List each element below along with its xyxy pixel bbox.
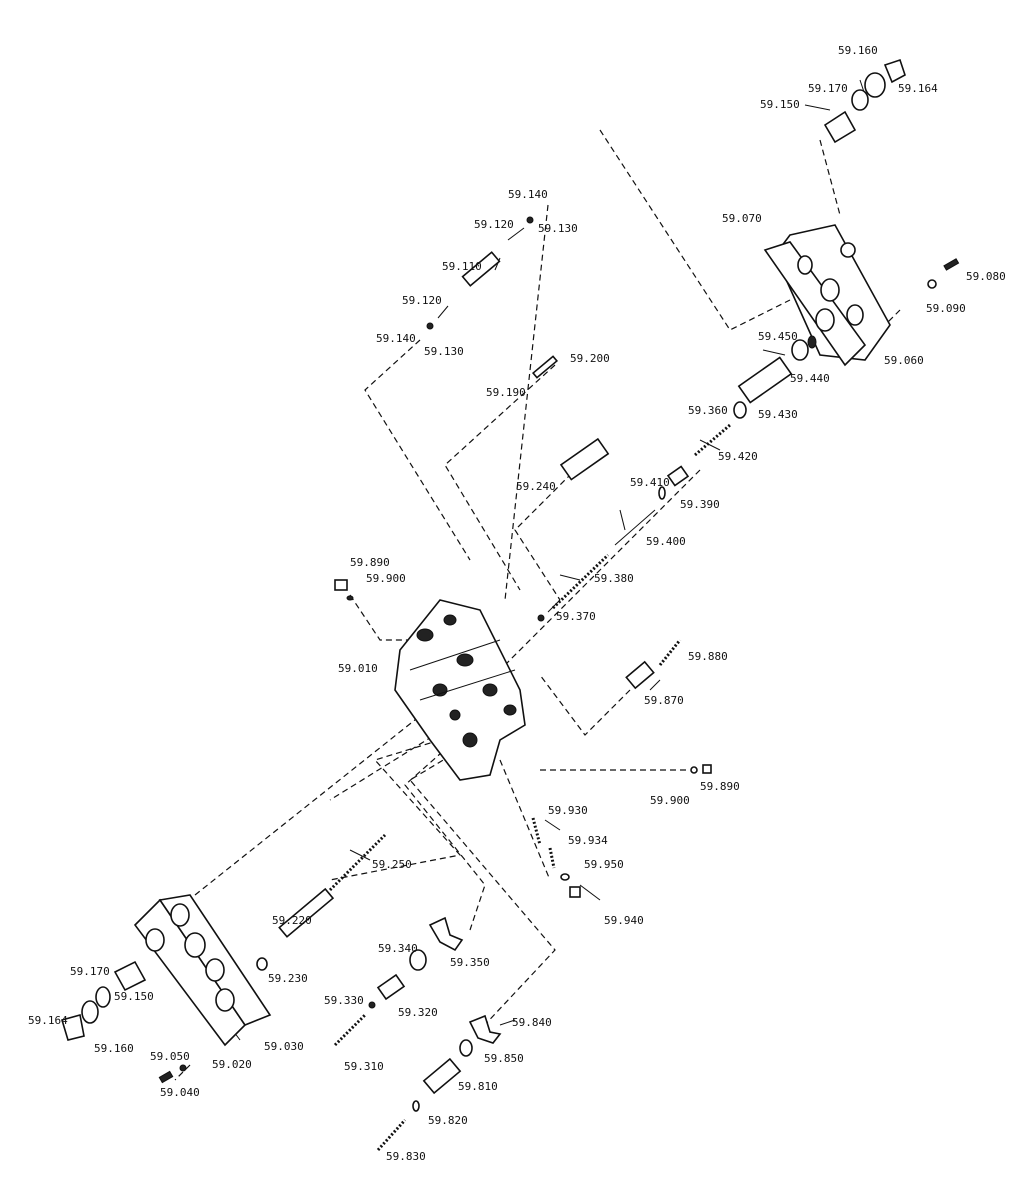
part-label: 59.240 [516, 480, 556, 493]
part-label: 59.110 [442, 260, 482, 273]
part-label: 59.380 [594, 572, 634, 585]
part-label: 59.250 [372, 858, 412, 871]
part-label: 59.400 [646, 535, 686, 548]
part-labels: 59.160 59.150 59.170 59.164 59.140 59.13… [28, 44, 1006, 1163]
part-label: 59.410 [630, 476, 670, 489]
part-label: 59.950 [584, 858, 624, 871]
part-label: 59.890 [700, 780, 740, 793]
part-label: 59.030 [264, 1040, 304, 1053]
part-label: 59.150 [760, 98, 800, 111]
part-label: 59.164 [28, 1014, 68, 1027]
part-label: 59.450 [758, 330, 798, 343]
part-label: 59.420 [718, 450, 758, 463]
part-label: 59.830 [386, 1150, 426, 1163]
part-label: 59.440 [790, 372, 830, 385]
part-label: 59.170 [70, 965, 110, 978]
part-label: 59.934 [568, 834, 608, 847]
part-label: 59.190 [486, 386, 526, 399]
part-label: 59.900 [366, 572, 406, 585]
upper-shaft-group [426, 216, 559, 379]
part-label: 59.810 [458, 1080, 498, 1093]
lower-spring-stack [531, 817, 581, 898]
part-label: 59.130 [424, 345, 464, 358]
part-label: 59.870 [644, 694, 684, 707]
part-label: 59.360 [688, 404, 728, 417]
part-label: 59.930 [548, 804, 588, 817]
part-label: 59.220 [272, 914, 312, 927]
part-label: 59.320 [398, 1006, 438, 1019]
part-label: 59.130 [538, 222, 578, 235]
part-label: 59.370 [556, 610, 596, 623]
part-label: 59.160 [94, 1042, 134, 1055]
part-label: 59.890 [350, 556, 390, 569]
lower-solenoid-parts [60, 960, 187, 1084]
part-label: 59.430 [758, 408, 798, 421]
part-label: 59.390 [680, 498, 720, 511]
part-label: 59.340 [378, 942, 418, 955]
part-label: 59.070 [722, 212, 762, 225]
part-label: 59.160 [838, 44, 878, 57]
part-label: 59.120 [474, 218, 514, 231]
part-label: 59.820 [428, 1114, 468, 1127]
part-label: 59.200 [570, 352, 610, 365]
part-label: 59.900 [650, 794, 690, 807]
part-label: 59.060 [884, 354, 924, 367]
upper-cover-plate [763, 224, 891, 367]
part-label: 59.330 [324, 994, 364, 1007]
part-label: 59.050 [150, 1050, 190, 1063]
part-label: 59.090 [926, 302, 966, 315]
body-fittings [334, 579, 712, 774]
right-shaft-group [537, 335, 817, 622]
lower-left-valves [256, 833, 464, 1047]
main-valve-body [394, 599, 526, 781]
part-label: 59.310 [344, 1060, 384, 1073]
part-label: 59.140 [508, 188, 548, 201]
part-label: 59.940 [604, 914, 644, 927]
part-label: 59.150 [114, 990, 154, 1003]
lower-cover-plate [133, 894, 272, 1047]
part-label: 59.020 [212, 1058, 252, 1071]
part-label: 59.350 [450, 956, 490, 969]
part-label: 59.170 [808, 82, 848, 95]
part-label: 59.840 [512, 1016, 552, 1029]
part-label: 59.880 [688, 650, 728, 663]
part-label: 59.040 [160, 1086, 200, 1099]
part-label: 59.164 [898, 82, 938, 95]
part-label: 59.850 [484, 1052, 524, 1065]
part-label: 59.140 [376, 332, 416, 345]
upper-solenoid-parts [823, 58, 960, 289]
part-label: 59.120 [402, 294, 442, 307]
part-label: 59.010 [338, 662, 378, 675]
bottom-valve-group [376, 1014, 502, 1152]
part-label: 59.080 [966, 270, 1006, 283]
part-label: 59.230 [268, 972, 308, 985]
